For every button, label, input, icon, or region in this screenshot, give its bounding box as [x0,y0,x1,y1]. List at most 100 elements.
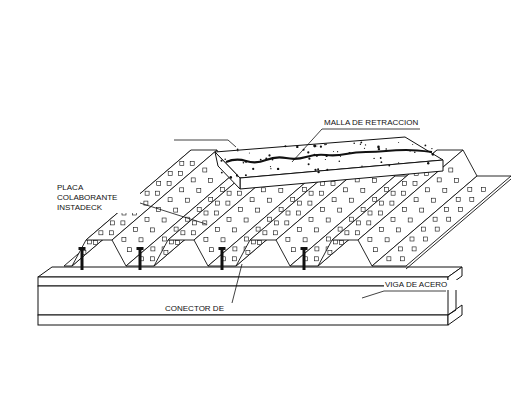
perforation [424,237,428,241]
perforation [157,181,161,185]
aggregate-dot [377,146,380,149]
perforation [163,237,167,241]
perforation [315,228,319,232]
perforation [197,207,201,211]
perforation [384,188,388,192]
aggregate-dot [313,144,316,147]
perforation [315,247,319,251]
perforation [268,217,272,221]
perforation [445,207,449,211]
aggregate-dot [268,154,270,156]
aggregate-dot [237,150,238,151]
perforation [403,181,407,185]
perforation [303,238,307,242]
perforation [279,188,283,192]
perforation [145,191,149,195]
aggregate-dot [412,144,413,145]
aggregate-dot [296,146,298,148]
aggregate-dot [236,174,238,176]
aggregate-dot [249,152,250,153]
perforation [355,231,359,235]
perforation [326,218,330,222]
perforation [180,188,184,192]
deck-edge [406,179,511,269]
perforation [168,198,172,202]
perforation [151,257,155,261]
stud-head [219,247,226,250]
perforation [170,240,174,244]
aggregate-dot [260,159,262,161]
perforation [286,211,290,215]
perforation [431,198,435,202]
perforation [156,191,160,195]
perforation [327,237,331,241]
perforation [402,191,406,195]
perforation [410,237,414,241]
perforation [458,207,462,211]
perforation [420,208,424,212]
aggregate-dot [284,145,286,147]
stud-head [301,247,308,250]
perforation [456,197,460,201]
aggregate-dot [314,169,316,171]
perforation [378,211,382,215]
perforation [216,200,220,204]
aggregate-dot [398,142,399,143]
aggregate-dot [236,176,237,177]
perforation [443,188,447,192]
perforation [216,201,220,205]
aggregate-dot [414,152,416,154]
perforation [368,237,372,241]
perforation [168,171,172,175]
aggregate-dot [307,151,309,153]
perforation [302,188,306,192]
perforation [233,257,237,261]
perforation [380,201,384,205]
perforation [245,237,249,241]
perforation [122,237,126,241]
perforation [373,197,377,201]
perforation [204,210,208,214]
aggregate-dot [237,149,239,151]
perforation [151,228,155,232]
aggregate-dot [333,151,334,152]
perforation [185,198,189,202]
perforation [345,230,349,234]
perforation [164,250,168,254]
part-label: MALLA DE RETRACCION [323,118,435,128]
perforation [109,231,113,235]
perforation [267,198,271,202]
perforation [203,168,207,172]
perforation [221,238,225,242]
perforation [111,221,115,225]
perforation [204,237,208,241]
perforation [345,231,349,235]
perforation [256,227,260,231]
perforation [192,221,196,225]
aggregate-dot [320,146,322,148]
perforation [273,231,277,235]
perforation [214,211,218,215]
aggregate-dot [431,148,432,149]
perforation [328,250,332,254]
shear-stud [81,250,84,270]
stud-head [79,247,86,250]
aggregate-dot [427,162,429,164]
perforation [433,217,437,221]
perforation [391,191,395,195]
aggregate-dot [221,160,223,162]
perforation [220,188,224,192]
perforation [179,171,183,175]
perforation [391,190,395,194]
perforation [174,208,178,212]
perforation [309,190,313,194]
perforation [426,188,430,192]
perforation [139,238,143,242]
perforation [413,181,417,185]
perforation [435,227,439,231]
perforation [309,218,313,222]
shear-stud [303,250,306,270]
perforation [390,201,394,205]
perforation [356,221,360,225]
